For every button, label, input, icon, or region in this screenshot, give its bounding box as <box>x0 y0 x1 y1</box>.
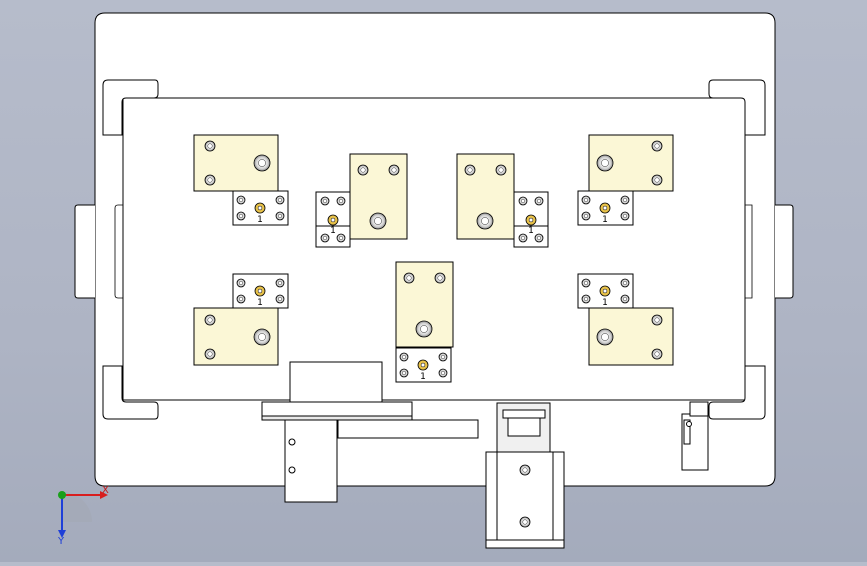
screw-head <box>622 280 628 286</box>
screw-head <box>583 197 589 203</box>
toggle-clamp: 1 <box>315 191 351 248</box>
corner-bracket-bl <box>102 365 159 420</box>
clamp-pad <box>456 153 515 240</box>
locator-block <box>261 361 479 503</box>
screw-head <box>258 159 266 167</box>
screw-head <box>374 217 382 225</box>
clamp-pad <box>193 307 279 366</box>
screw-head <box>583 280 589 286</box>
screw-head <box>338 235 344 241</box>
corner-bracket-tl <box>102 79 159 136</box>
clamp-label: 1 <box>602 215 608 225</box>
screw-head <box>277 197 283 203</box>
screw-head <box>420 325 428 333</box>
clamp-pad <box>588 307 674 366</box>
y-axis-arrow <box>58 530 66 538</box>
screw-head <box>277 213 283 219</box>
screw-head <box>440 370 446 376</box>
axis-triad[interactable]: X Y <box>57 485 109 547</box>
screw-head <box>520 198 526 204</box>
toggle-clamp: 1 <box>232 273 289 309</box>
screw-head <box>207 177 213 183</box>
work-plate-right-notch <box>744 98 753 299</box>
right-lug <box>775 204 794 299</box>
screw-head <box>238 197 244 203</box>
screw-head <box>654 143 660 149</box>
clamp-label: 1 <box>330 226 336 236</box>
clamp-pad <box>588 134 674 192</box>
screw-head <box>322 198 328 204</box>
screw-head <box>522 519 528 525</box>
clamp-pad <box>349 153 408 240</box>
screw-head <box>437 275 443 281</box>
screw-head <box>622 213 628 219</box>
x-axis-arrow <box>100 491 108 499</box>
clamp-label: 1 <box>257 298 263 308</box>
screw-head <box>258 333 266 341</box>
screw-head <box>520 235 526 241</box>
screw-head <box>622 296 628 302</box>
screw-head <box>522 467 528 473</box>
screw-head <box>601 159 609 167</box>
screw-head <box>401 370 407 376</box>
screw-head <box>277 280 283 286</box>
screw-head <box>583 296 589 302</box>
z-axis-dot <box>58 491 66 499</box>
toggle-clamp: 1 <box>577 190 634 226</box>
left-lug <box>74 204 95 299</box>
screw-head <box>440 354 446 360</box>
screw-head <box>277 296 283 302</box>
y-axis-label: Y <box>57 536 65 547</box>
screw-head <box>238 296 244 302</box>
screw-head <box>207 351 213 357</box>
clamp-label: 1 <box>528 226 534 236</box>
screw-head <box>481 217 489 225</box>
screw-head <box>207 317 213 323</box>
clamp-pad <box>395 261 454 348</box>
screw-head <box>406 275 412 281</box>
screw-head <box>391 167 397 173</box>
corner-bracket-br <box>708 365 766 420</box>
screw-head <box>401 354 407 360</box>
toggle-clamp: 1 <box>232 190 289 226</box>
screw-head <box>467 167 473 173</box>
screw-head <box>536 198 542 204</box>
screw-head <box>654 317 660 323</box>
screw-head <box>238 280 244 286</box>
clamp-label: 1 <box>602 298 608 308</box>
screw-head <box>498 167 504 173</box>
fixture-groups: 1 1 1 1 1 1 1 <box>193 134 674 397</box>
work-plate-left-notch <box>114 98 124 299</box>
clamp-label: 1 <box>257 215 263 225</box>
screw-head <box>654 351 660 357</box>
clamp-label: 1 <box>420 372 426 382</box>
screw-head <box>583 213 589 219</box>
screw-head <box>238 213 244 219</box>
air-cylinder <box>485 402 565 549</box>
corner-bracket-tr <box>708 79 766 136</box>
side-latch <box>681 401 709 471</box>
screw-head <box>601 333 609 341</box>
screw-head <box>360 167 366 173</box>
x-axis-label: X <box>102 485 109 496</box>
clamp-pad <box>193 134 279 192</box>
screw-head <box>622 197 628 203</box>
screw-head <box>338 198 344 204</box>
screw-head <box>322 235 328 241</box>
screw-head <box>207 143 213 149</box>
toggle-clamp: 1 <box>395 347 452 383</box>
toggle-clamp: 1 <box>577 273 634 309</box>
screw-head <box>654 177 660 183</box>
screw-head <box>536 235 542 241</box>
toggle-clamp: 1 <box>513 191 549 248</box>
